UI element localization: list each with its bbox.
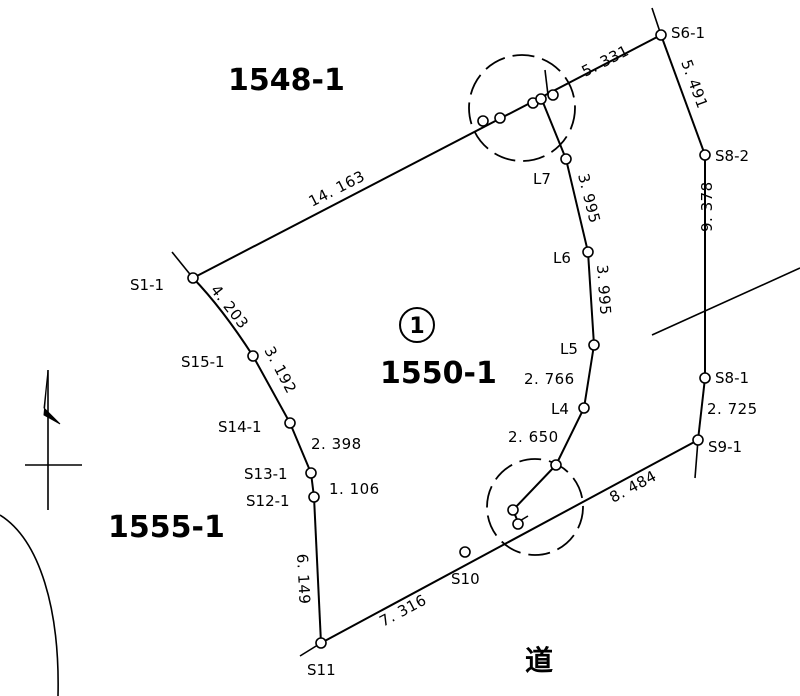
point-label: S15-1 <box>181 353 225 371</box>
left-arc <box>0 514 59 696</box>
point-label: S11 <box>307 661 336 679</box>
north-arrow <box>25 369 82 510</box>
road-label: 道 <box>525 644 553 677</box>
dimension-label: 2. 766 <box>524 370 575 388</box>
point-label: L6 <box>553 249 571 267</box>
boundary-lines <box>171 7 800 657</box>
dimension-label: 3. 995 <box>574 172 604 226</box>
parcel-main: 1550-1 <box>380 356 497 391</box>
point-label: S14-1 <box>218 418 262 436</box>
parcel-west: 1555-1 <box>108 510 225 545</box>
point-label: S6-1 <box>671 24 705 42</box>
point-label: S9-1 <box>708 438 742 456</box>
detail-circle-bottom <box>486 458 584 556</box>
dimension-label: 5. 331 <box>579 42 632 81</box>
point-label: L7 <box>533 170 551 188</box>
parcel-number: 1 <box>409 314 424 339</box>
point-label: S13-1 <box>244 465 288 483</box>
dimension-label: 3. 192 <box>260 343 300 396</box>
dimension-labels: 5. 331 5. 491 14. 163 3. 995 3. 995 9. 3… <box>207 42 758 631</box>
dimension-label: 2. 398 <box>311 435 362 453</box>
point-label: S8-2 <box>715 147 749 165</box>
dimension-label: 7. 316 <box>376 591 429 631</box>
point-label: S8-1 <box>715 369 749 387</box>
dimension-label: 2. 725 <box>707 400 758 418</box>
dimension-label: 8. 484 <box>606 467 659 507</box>
dimension-label: 3. 995 <box>593 264 614 316</box>
dimension-label: 1. 106 <box>329 480 380 498</box>
detail-circle-top <box>468 54 576 162</box>
dimension-label: 6. 149 <box>293 553 314 605</box>
dimension-label: 9. 378 <box>698 181 716 232</box>
point-labels: S6-1 S8-2 S1-1 L7 L6 S15-1 L5 S8-1 L4 S1… <box>130 24 749 679</box>
parcel-number-circle <box>399 307 435 343</box>
point-markers <box>187 29 711 649</box>
point-label: L5 <box>560 340 578 358</box>
point-label: S10 <box>451 570 480 588</box>
parcel-north: 1548-1 <box>228 63 345 98</box>
dimension-label: 2. 650 <box>508 428 559 446</box>
dimension-label: 4. 203 <box>207 281 252 332</box>
point-label: L4 <box>551 400 569 418</box>
point-label: S12-1 <box>246 492 290 510</box>
point-label: S1-1 <box>130 276 164 294</box>
dimension-label: 5. 491 <box>677 57 711 111</box>
